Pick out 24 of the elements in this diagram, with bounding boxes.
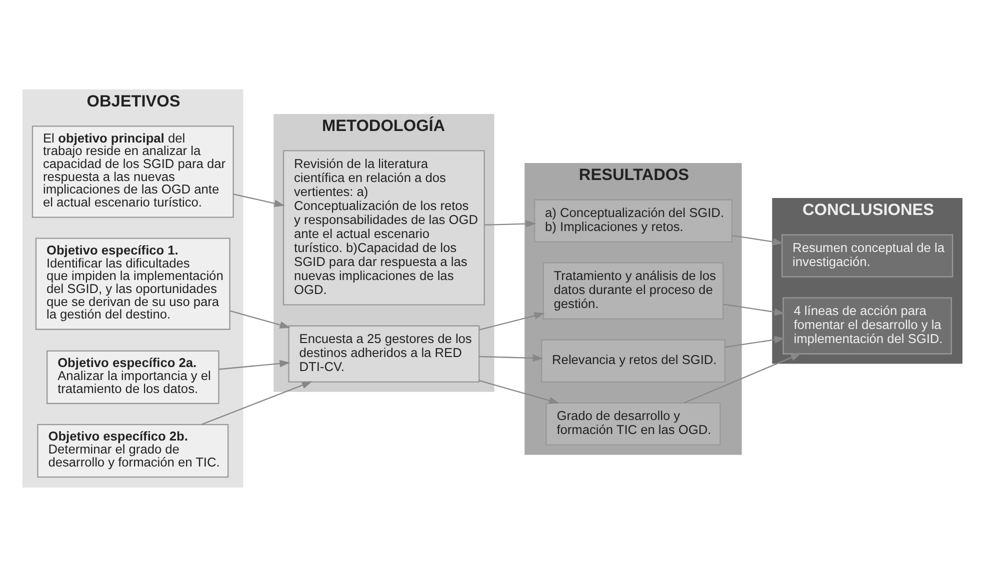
arrow: [479, 354, 544, 362]
arrow: [724, 336, 785, 348]
node-box: Objetivo específico 2b. Determinar el grado de desarrollo y formación en TIC.: [37, 424, 229, 478]
node-box: Encuesta a 25 gestores de los destinos adheridos a la RED DTI-CV.: [288, 325, 480, 382]
arrow: [684, 353, 802, 404]
node-box: Objetivo específico 1. Identificar las dificultades que impiden la implementación del SGID, y las oportunidades que se derivan de su uso para la gestión del destino.: [35, 238, 230, 330]
node-box: Grado de desarrollo y formación TIC en las OGD.: [546, 402, 721, 446]
arrow: [478, 380, 560, 404]
arrow: [233, 194, 285, 208]
node-box: Relevancia y retos del SGID.: [540, 339, 726, 382]
arrow: [230, 310, 290, 329]
arrow: [732, 234, 784, 246]
arrow: [201, 381, 312, 425]
node-box: Tratamiento y análisis de los datos durante el proceso de gestión.: [542, 262, 724, 320]
node-box: El objetivo principal del trabajo reside en analizar la capacidad de los SGID para dar respuesta a las nuevas implicaciones de las OGD ante el actual escenario turístico.: [32, 126, 234, 218]
arrow: [723, 304, 785, 316]
arrow: [484, 220, 536, 228]
node-box: Revisión de la literatura científica en relación a dos vertientes: a) Conceptualización de los retos y responsabilidades de las OGD ante el actual escenario turístico. b)Capacidad de los SGID para dar respuesta a las nuevas implicaciones de las OGD.: [282, 150, 485, 306]
arrow: [218, 360, 290, 370]
node-box: a) Conceptualización del SGID. b) Implicaciones y retos.: [534, 199, 732, 242]
node-box: Objetivo específico 2a. Analizar la importancia y el tratamiento de los datos.: [46, 350, 220, 404]
arrow: [479, 312, 545, 330]
node-box: Resumen conceptual de la investigación.: [781, 234, 954, 278]
node-box: 4 líneas de acción para fomentar el desarrollo y la implementación del SGID.: [782, 297, 952, 354]
